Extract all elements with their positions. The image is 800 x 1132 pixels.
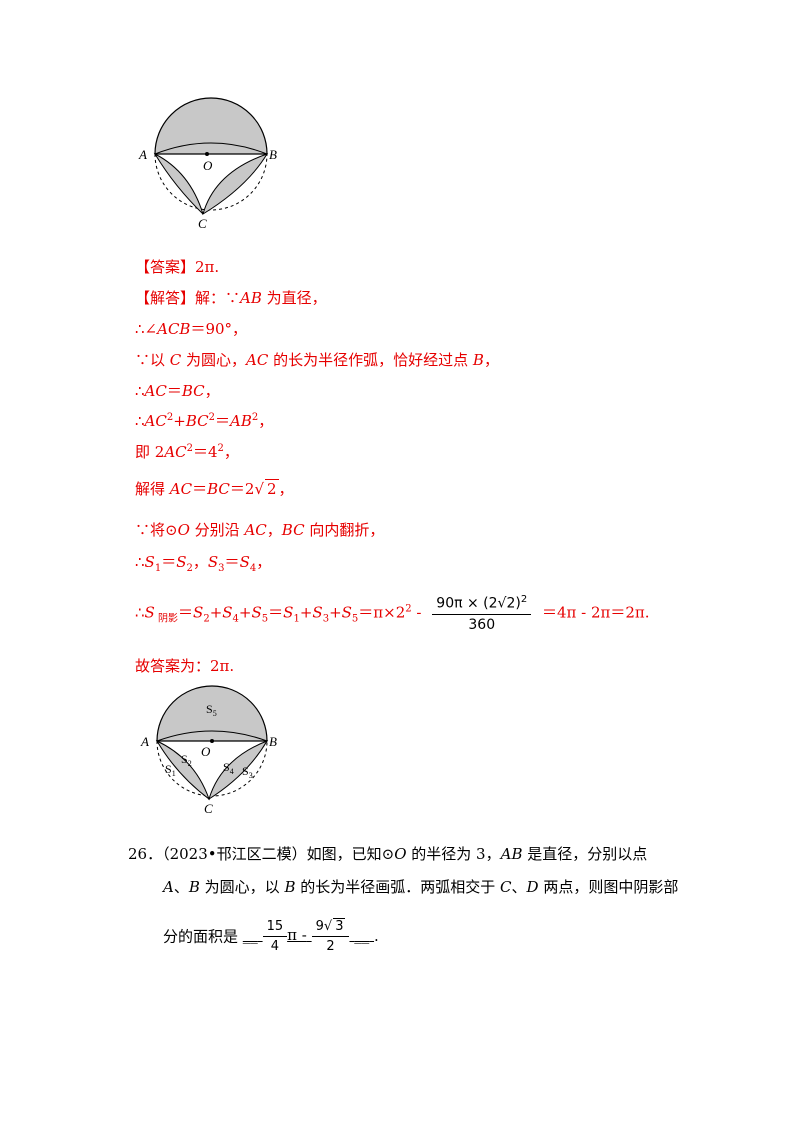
figure-1-svg: A B O C	[138, 97, 277, 231]
answer-fraction-2: 9√3 2	[311, 918, 350, 954]
left-petal-shade	[153, 152, 204, 215]
solution-fraction: 90π × (2√2)2 360	[432, 594, 532, 633]
label-B: B	[269, 147, 277, 162]
label-C: C	[204, 801, 213, 816]
label-S5: S5	[206, 702, 217, 718]
solution-line-6: 即 2AC2＝42，	[135, 443, 239, 461]
label-S3: S3	[242, 764, 253, 780]
label-A: A	[138, 147, 147, 162]
question-26-line-2: A、B 为圆心，以 B 的长为半径画弧．两弧相交于 C、D 两点，则图中阴影部	[163, 878, 679, 896]
answer-line: 【答案】2π.	[135, 258, 220, 276]
label-A: A	[140, 734, 149, 749]
question-26-line-1: 26．（2023•邗江区二模）如图，已知⊙O 的半径为 3，AB 是直径，分别以…	[128, 845, 648, 863]
label-S4: S4	[223, 760, 234, 776]
inner-arc-top	[154, 142, 268, 155]
solution-line-5: ∴AC2+BC2＝AB2，	[135, 412, 274, 430]
solution-line-8: ∵将⊙O 分别沿 AC，BC 向内翻折，	[135, 521, 385, 539]
inner-arc-top	[156, 730, 268, 742]
lower-circle-dashed	[154, 153, 268, 211]
label-O: O	[203, 158, 213, 173]
figure-2: A B O C S5 S2 S1 S4 S3	[135, 683, 295, 818]
answer-blank: __ 15 4 π - 9√3 2 __	[242, 918, 370, 954]
label-S1: S1	[165, 762, 176, 778]
figure-1: A B O C	[135, 92, 285, 232]
upper-semicircle-shade	[154, 97, 268, 155]
figure-2-svg: A B O C S5 S2 S1 S4 S3	[140, 685, 277, 816]
solution-line-10: ∴S 阴影＝S2+S4+S5＝S1+S3+S5＝π×22 - 90π × (2√…	[135, 594, 650, 633]
upper-semicircle-shade	[156, 685, 268, 742]
solution-line-9: ∴S1＝S2，S3＝S4，	[135, 553, 272, 574]
solution-line-1: 【解答】解：∵AB 为直径，	[135, 289, 327, 307]
label-C: C	[198, 216, 207, 231]
solution-line-2: ∴∠ACB＝90°，	[135, 320, 248, 338]
solution-line-3: ∵以 C 为圆心，AC 的长为半径作弧，恰好经过点 B，	[135, 351, 499, 369]
solution-line-7: 解得 AC＝BC＝2√2，	[135, 479, 294, 498]
answer-fraction-1: 15 4	[262, 919, 288, 954]
center-point	[205, 152, 209, 156]
label-O: O	[201, 744, 211, 759]
right-petal-shade	[208, 740, 269, 801]
right-petal-shade	[202, 153, 269, 216]
label-B: B	[269, 734, 277, 749]
final-answer-line: 故答案为：2π.	[135, 657, 235, 675]
center-point	[210, 739, 214, 743]
label-S2: S2	[181, 752, 192, 768]
solution-line-4: ∴AC＝BC，	[135, 382, 220, 400]
question-26-line-3: 分的面积是 __ 15 4 π - 9√3 2 __ .	[163, 918, 379, 954]
